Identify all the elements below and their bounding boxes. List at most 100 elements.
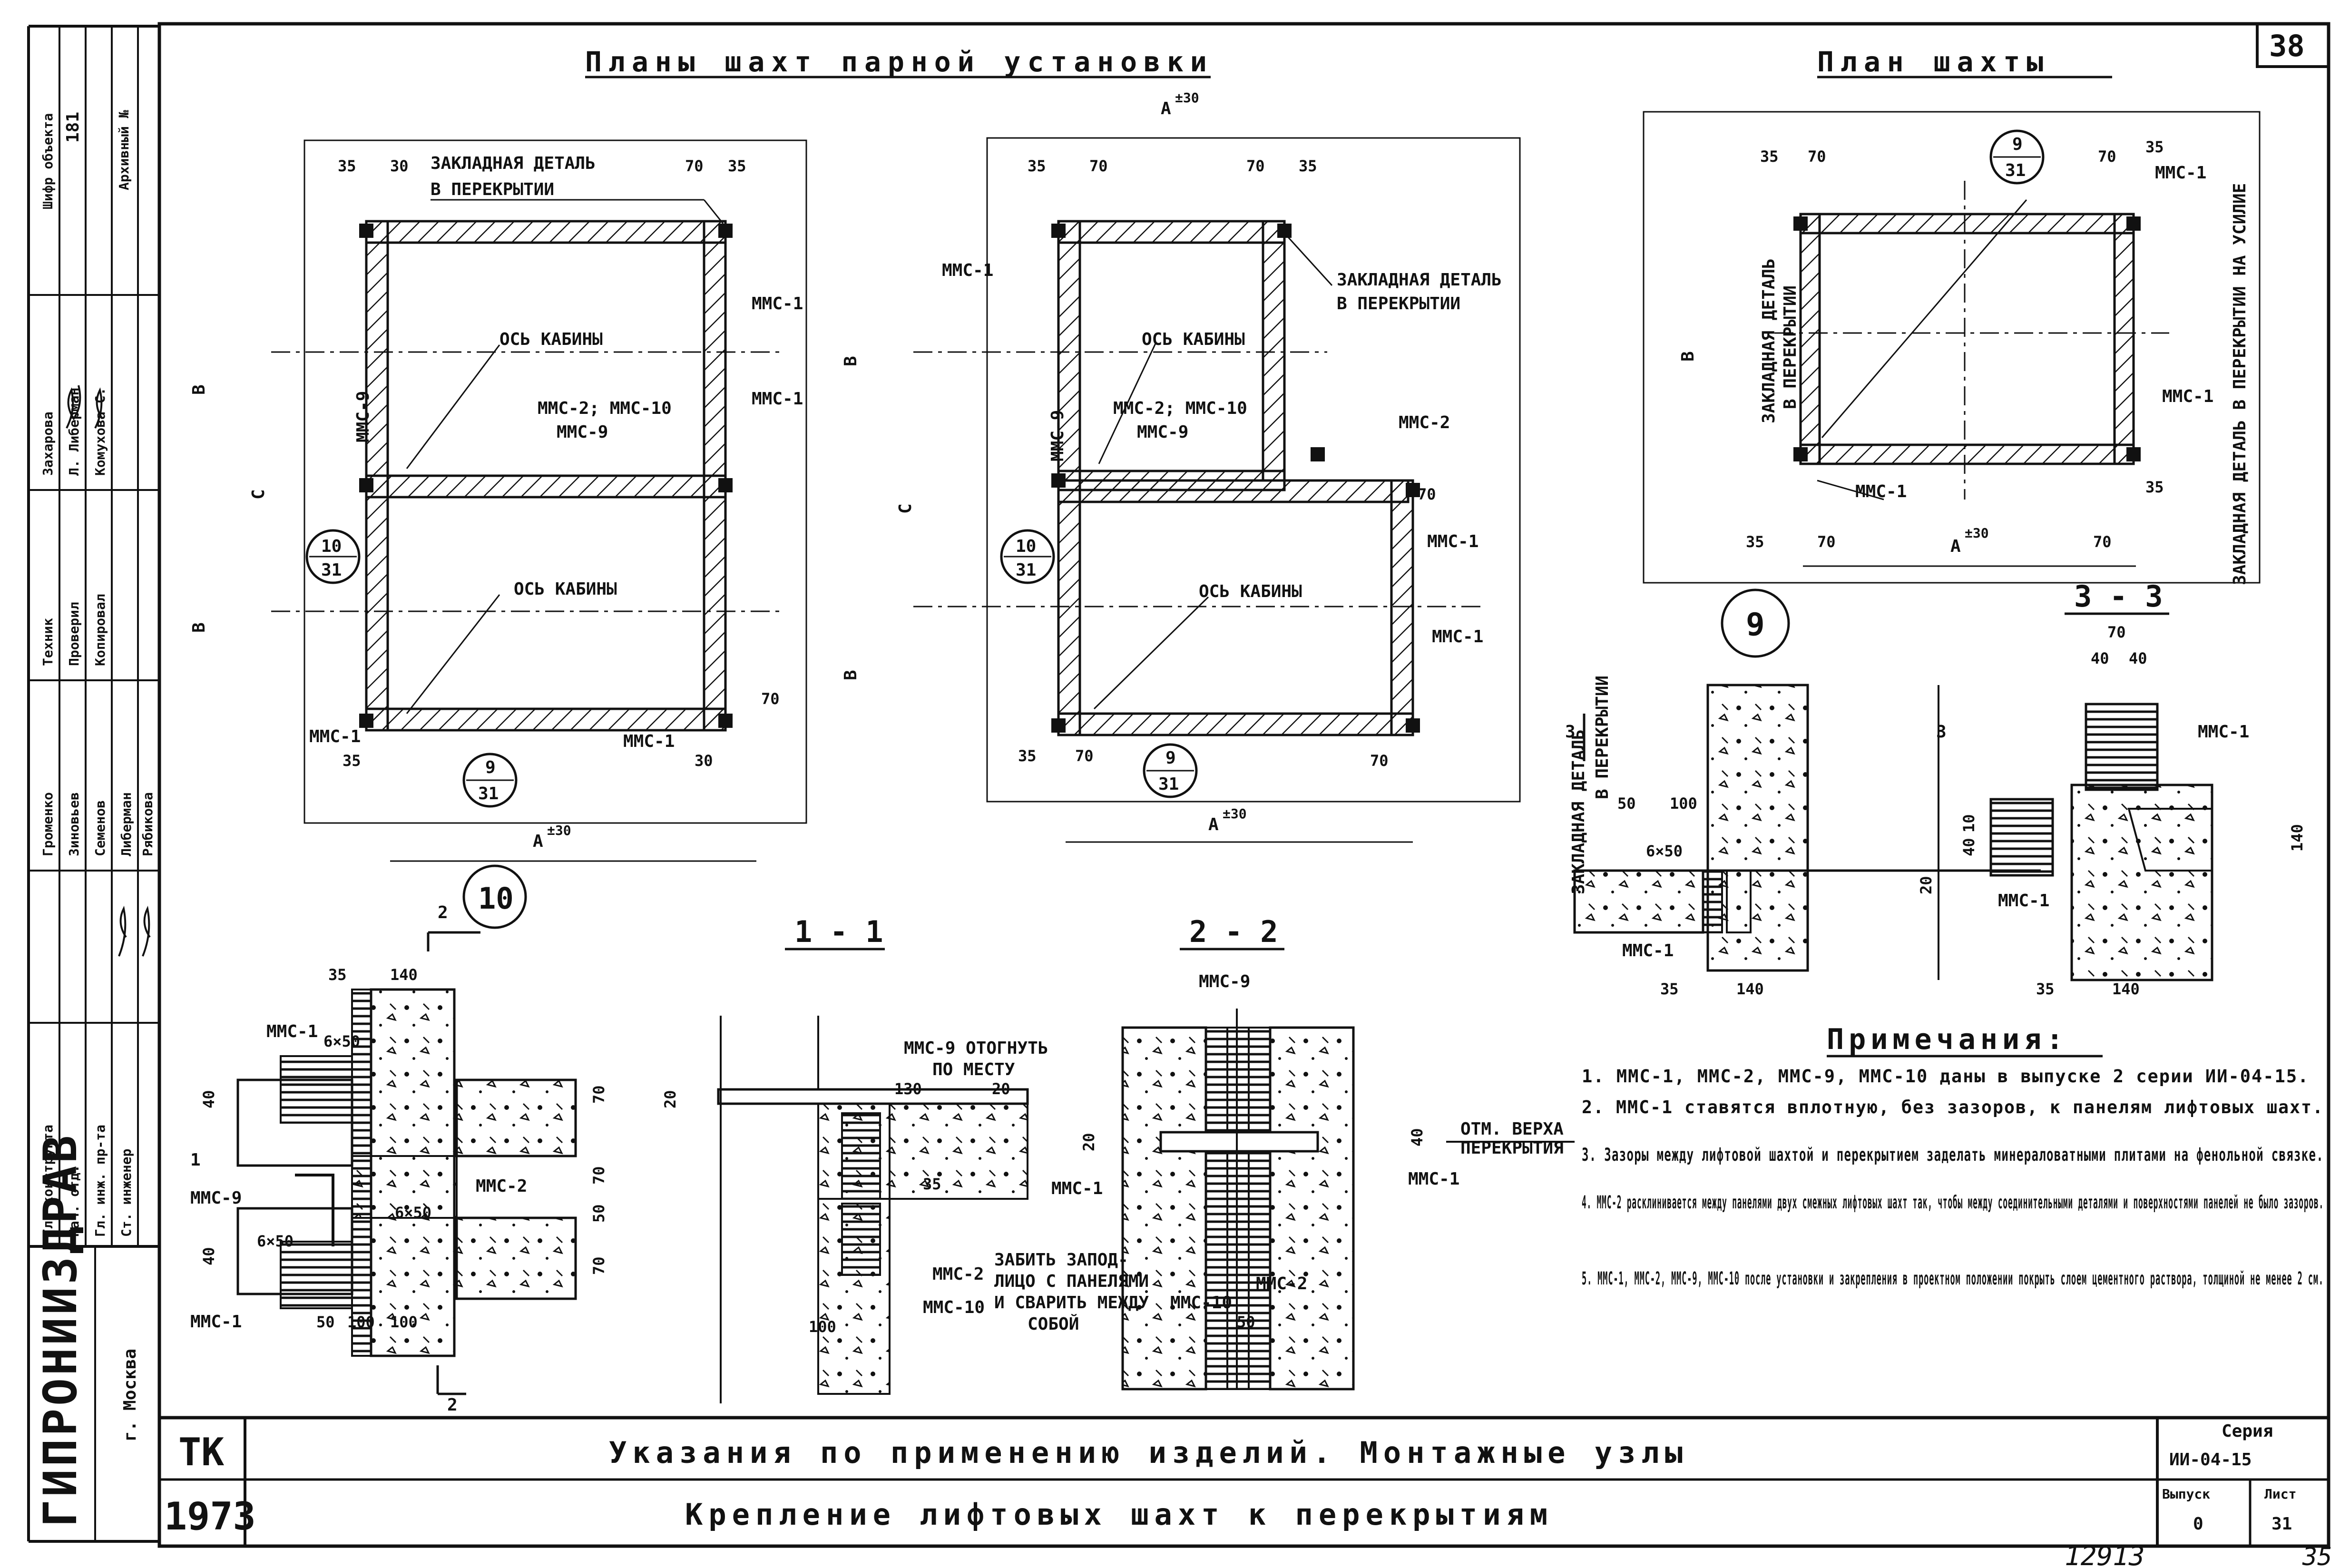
plan1-d35-tr: 35	[728, 157, 746, 175]
plan1-mmc1-right: ММС-1	[752, 294, 803, 314]
sec33-d70: 70	[2107, 623, 2126, 641]
detail10-d40-bot: 40	[200, 1247, 218, 1265]
archive-label: Архивный №	[116, 110, 132, 190]
detail10-6x50-bot: 6×50	[257, 1232, 294, 1250]
header-paired-plans: Планы шахт парной установки	[585, 46, 1214, 78]
plan1-node-9-sheet: 31	[478, 784, 499, 804]
plan2-dim-C: С	[896, 503, 915, 514]
plan3-dim-B: В	[1678, 351, 1698, 362]
detail-node-10: 10 2 2 1 ММС-1 ММС-9 ММС-2 ММС-1 6×50 6×…	[190, 864, 608, 1415]
plan2-mmc1-right: ММС-1	[1427, 532, 1478, 551]
sidebar-name-5: Рябикова	[140, 792, 156, 856]
plan1-d70-tr: 70	[685, 157, 704, 175]
plan2-mmc1-right2: ММС-1	[1432, 627, 1483, 647]
detail10-mmc9: ММС-9	[190, 1188, 242, 1208]
sec11-title: 1 - 1	[794, 914, 883, 949]
plan2-dim-A-bot-tol: ±30	[1223, 806, 1247, 822]
sidebar-name-1: Громенко	[40, 792, 56, 856]
detail9-mmc1: ММС-1	[1622, 941, 1674, 960]
plan3-d70-tr: 70	[2098, 147, 2116, 166]
sec22-mmc1-right: ММС-1	[1408, 1169, 1459, 1189]
plan-paired-middle: ОСЬ КАБИНЫ ОСЬ КАБИНЫ ЗАКЛАДНАЯ ДЕТАЛЬ В…	[841, 90, 1521, 843]
plan3-d35-tl: 35	[1760, 147, 1779, 166]
section-3-3: 3 - 3 70 40 40 ММС-1 ММС-1 40 10 140 35 …	[1936, 579, 2306, 998]
plan1-d35-bl: 35	[343, 752, 361, 770]
sec22-slab-top-1: ОТМ. ВЕРХА	[1460, 1119, 1564, 1139]
plan1-dim-B-top: В	[189, 384, 209, 395]
tb-series-label: Серия	[2222, 1421, 2273, 1441]
plan1-mmc2-mmc10: ММС-2; ММС-10	[538, 399, 672, 418]
sidebar-check-1: Техник	[40, 618, 56, 666]
plan2-d35-tr: 35	[1299, 157, 1317, 175]
sec33-d10: 10	[1960, 814, 1978, 833]
detail9-num: 9	[1746, 606, 1765, 643]
sec33-d140-r: 140	[2288, 824, 2306, 852]
detail10-cut-2b: 2	[447, 1395, 458, 1415]
plan3-d35-tr: 35	[2145, 138, 2164, 156]
tb-series-value: ИИ-04-15	[2169, 1450, 2252, 1470]
plan1-dim-A: А	[533, 832, 543, 851]
sec11-d20: 20	[992, 1080, 1010, 1098]
plan1-node-10-num: 10	[321, 537, 342, 556]
tb-issue-value: 0	[2193, 1514, 2203, 1534]
plan2-embedded-detail: ЗАКЛАДНАЯ ДЕТАЛЬ	[1337, 270, 1502, 290]
sec11-mmc9-bend-2: ПО МЕСТУ	[932, 1060, 1015, 1079]
plan2-d35-bl: 35	[1018, 747, 1037, 765]
tb-code: ТК	[178, 1430, 224, 1474]
plan3-d70-br: 70	[2093, 533, 2112, 551]
sidebar-name-3: Семенов	[92, 800, 108, 856]
sidebar-role-4: Ст. инженер	[118, 1149, 134, 1237]
sec33-cut-3: 3	[1936, 722, 1947, 742]
header-single-plan: План шахты	[1817, 46, 2050, 78]
sec22-d50: 50	[1237, 1313, 1255, 1331]
plan3-d70-tl: 70	[1808, 147, 1826, 166]
plan2-mmc2-right: ММС-2	[1399, 413, 1450, 432]
plan3-d35-br: 35	[2145, 478, 2164, 496]
plan2-in-slab: В ПЕРЕКРЫТИИ	[1337, 294, 1460, 314]
detail10-d40-top: 40	[200, 1090, 218, 1108]
plan2-node-10-num: 10	[1016, 537, 1036, 556]
plan2-dim-B-top: В	[841, 356, 861, 366]
sheet-frame	[157, 22, 2330, 1548]
detail-node-9: 9 3 ЗАКЛАДНАЯ ДЕТАЛЬ В ПЕРЕКРЫТИИ 50 100…	[1565, 588, 2041, 998]
sec33-d40: 40	[1960, 838, 1978, 856]
detail9-d35: 35	[1660, 980, 1679, 998]
plan3-embedded-right: ЗАКЛАДНАЯ ДЕТАЛЬ В ПЕРЕКРЫТИИ НА УСИЛИЕ	[2230, 183, 2250, 585]
plan2-d70-bl: 70	[1075, 747, 1094, 765]
sec33-d140: 140	[2112, 980, 2140, 998]
plan1-node-9	[462, 753, 518, 808]
plan1-mmc9-mid: ММС-9	[557, 422, 608, 442]
detail10-num: 10	[478, 881, 514, 916]
sec11-d20-l: 20	[661, 1090, 679, 1108]
detail10-mmc1-bot: ММС-1	[190, 1312, 242, 1332]
note-2: 2. ММС-1 ставятся вплотную, без зазоров,…	[1582, 1097, 2324, 1117]
sec33-mmc1-bot: ММС-1	[1998, 891, 2049, 911]
plan3-dim-A: А	[1950, 537, 1961, 556]
detail10-cut-2: 2	[438, 903, 448, 922]
detail9-6x50: 6×50	[1646, 842, 1683, 860]
detail9-d50: 50	[1617, 794, 1636, 813]
plan3-embedded-left: ЗАКЛАДНАЯ ДЕТАЛЬ	[1759, 258, 1779, 423]
plan2-node-9-num: 9	[1165, 748, 1176, 768]
notes-block: Примечания: 1. ММС-1, ММС-2, ММС-9, ММС-…	[1582, 1023, 2324, 1289]
sec33-d35: 35	[2036, 980, 2055, 998]
tb-title-1: Указания по применению изделий. Монтажны…	[609, 1435, 1688, 1470]
plan1-embedded-detail: ЗАКЛАДНАЯ ДЕТАЛЬ	[431, 154, 596, 173]
sidebar-role-2: Нач. отд.	[66, 1165, 82, 1237]
plan2-dim-A-top-tol: ±30	[1175, 90, 1199, 106]
detail10-6x50-mid: 6×50	[395, 1204, 431, 1222]
plan1-node-10	[305, 529, 361, 584]
sec22-mmc1-left: ММС-1	[1051, 1179, 1103, 1198]
plan1-dim-A-tol: ±30	[547, 823, 571, 838]
tb-sheet-value: 31	[2271, 1514, 2292, 1534]
sec33-title: 3 - 3	[2074, 579, 2163, 614]
plan3-mmc1-tr: ММС-1	[2155, 163, 2206, 183]
note-5: 5. ММС-1, ММС-2, ММС-9, ММС-10 после уст…	[1582, 1268, 2324, 1289]
plan1-cabin-axis-top: ОСЬ КАБИНЫ	[499, 330, 603, 349]
tb-issue-label: Выпуск	[2162, 1486, 2210, 1502]
sidebar-check-2: Проверил	[66, 602, 82, 666]
plan-paired-left: ОСЬ КАБИНЫ ОСЬ КАБИНЫ ЗАКЛАДНАЯ ДЕТАЛЬ В…	[189, 139, 807, 862]
plan2-d35-tl: 35	[1028, 157, 1046, 175]
plan2-node-10	[1000, 529, 1055, 584]
plan1-mmc1-right2: ММС-1	[752, 389, 803, 409]
